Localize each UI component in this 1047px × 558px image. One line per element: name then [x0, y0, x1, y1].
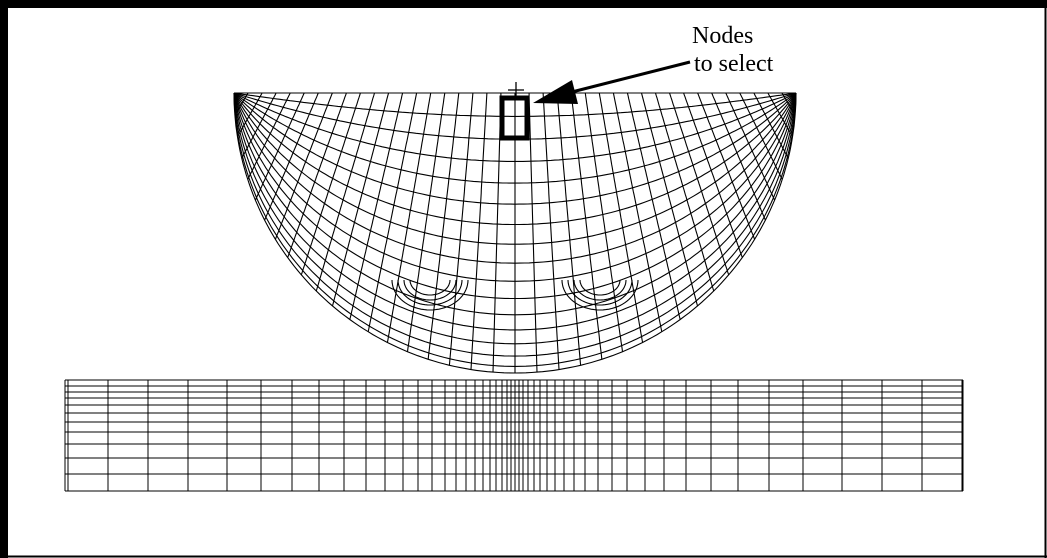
mesh-radial-line: [668, 92, 730, 275]
mesh-ring-line: [233, 92, 797, 117]
mesh-radial-line: [654, 92, 715, 292]
mesh-ring-line: [233, 92, 797, 264]
mesh-ring-line: [233, 92, 797, 184]
mesh-radial-line: [349, 92, 404, 320]
mesh-refinement-loop: [579, 279, 621, 296]
mesh-radial-line: [683, 92, 743, 258]
mesh-ring-line: [233, 92, 797, 367]
mesh-radial-line: [570, 92, 603, 360]
mesh-radial-line: [626, 92, 681, 320]
mesh-radial-line: [406, 92, 446, 352]
mesh-ring-line: [233, 92, 797, 162]
callout-arrow: [533, 60, 691, 104]
mesh-ring-line: [233, 92, 797, 316]
mesh-refinement-loop: [573, 279, 627, 301]
mesh-refinement-loop: [561, 279, 639, 311]
node-selection-box[interactable]: [499, 82, 530, 141]
rectangular-blank-mesh: [64, 379, 964, 492]
label-line-1: Nodes: [692, 23, 754, 49]
mesh-refinement-loop: [403, 279, 457, 301]
mesh-ring-line: [233, 92, 797, 300]
mesh-refinement-loop: [391, 279, 469, 311]
label-line-2: to select: [694, 51, 774, 77]
mesh-refinement-loop: [409, 279, 451, 296]
mesh-ring-line: [233, 92, 797, 226]
mesh-radial-line: [315, 92, 376, 292]
mesh-radial-line: [287, 92, 347, 258]
mesh-refinement-loop: [397, 279, 463, 306]
mesh-ring-line: [233, 92, 797, 205]
mesh-outer-arc: [233, 92, 797, 374]
semicircle-punch-mesh: [233, 92, 797, 374]
mesh-radial-line: [528, 93, 538, 373]
mesh-ring-line: [233, 92, 797, 245]
mesh-ring-line: [233, 92, 797, 345]
nodes-to-select-label: Nodes to select: [692, 22, 773, 78]
mesh-ring-line: [233, 92, 797, 357]
mesh-refinement-loop: [567, 279, 633, 306]
mesh-radial-line: [300, 92, 361, 275]
mesh-radial-line: [427, 92, 460, 360]
mesh-ring-line: [233, 92, 797, 282]
mesh-ring-line: [233, 92, 797, 331]
mesh-radial-line: [584, 92, 624, 352]
